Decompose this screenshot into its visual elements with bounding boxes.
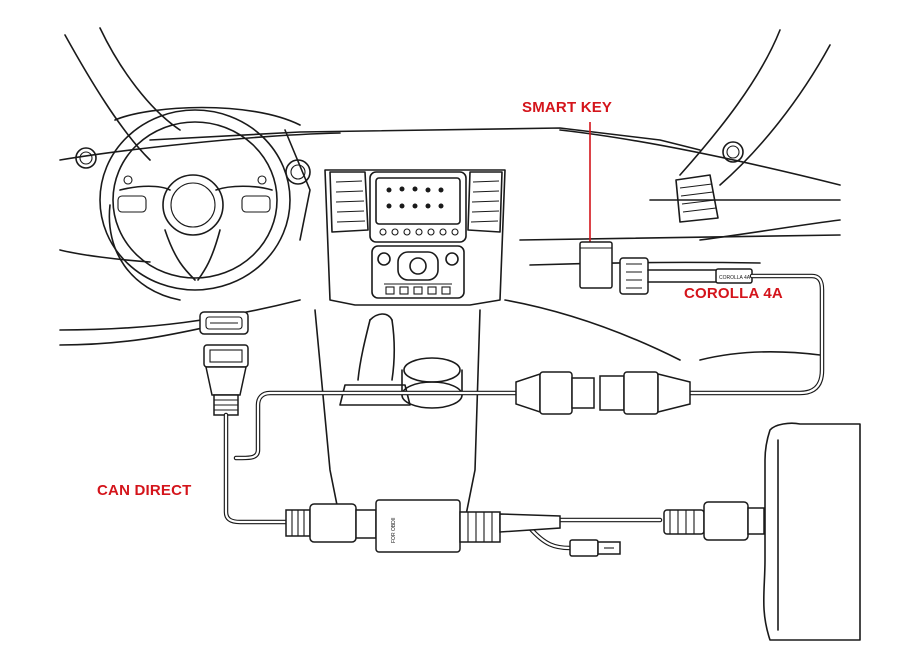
gear-shifter — [314, 309, 481, 521]
smart-key-module — [579, 241, 613, 289]
cupholders — [401, 357, 463, 409]
usb-plug-icon — [569, 539, 621, 557]
vehicle-obd-port — [199, 311, 249, 335]
cabin-outline — [59, 27, 841, 266]
inline-connector-pair — [515, 371, 691, 415]
smart-key-label: SMART KEY — [522, 99, 613, 116]
can-direct-label: CAN DIRECT — [97, 482, 192, 499]
lower-dash — [59, 299, 821, 361]
steering-wheel — [99, 109, 291, 301]
right-dash-vent — [675, 174, 719, 223]
infotainment-screen — [369, 171, 467, 243]
right-vent-icon — [722, 141, 744, 163]
center-console — [324, 169, 506, 306]
obd-plug-text: FOR OBDII — [391, 517, 397, 543]
obd-plug-connector — [203, 344, 249, 416]
obd-adapter-assembly: FOR OBDII — [285, 499, 561, 553]
corolla-tag-text: COROLLA 4A — [719, 275, 751, 281]
corolla-4a-label: COROLLA 4A — [684, 285, 783, 302]
instrument-cluster — [114, 106, 311, 241]
diagnostic-tablet — [762, 422, 861, 641]
climate-controls — [371, 245, 465, 299]
left-vent-icon — [75, 147, 97, 169]
main-cable-routing — [223, 273, 825, 551]
corolla-4a-connector: COROLLA 4A — [619, 257, 753, 295]
db-connector — [663, 501, 765, 541]
